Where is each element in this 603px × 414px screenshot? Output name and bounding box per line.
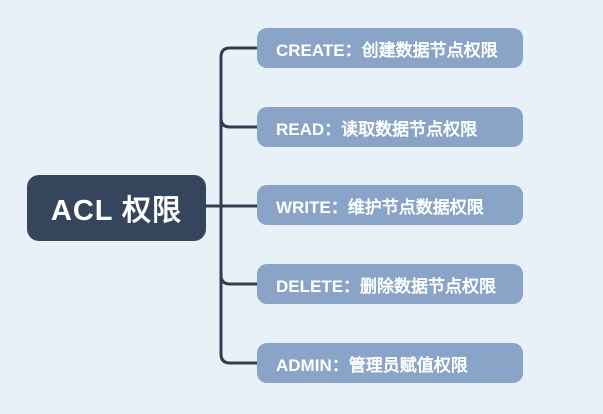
- node-write[interactable]: WRITE：维护节点数据权限: [257, 185, 523, 225]
- node-admin-label: ADMIN：管理员赋值权限: [276, 355, 468, 375]
- connector-branch-delete: [219, 273, 260, 286]
- node-write-label: WRITE：维护节点数据权限: [276, 197, 484, 217]
- node-admin[interactable]: ADMIN：管理员赋值权限: [257, 343, 523, 383]
- node-create-label: CREATE：创建数据节点权限: [276, 40, 498, 60]
- root-node-label: ACL 权限: [50, 195, 183, 227]
- node-read[interactable]: READ：读取数据节点权限: [257, 107, 523, 147]
- node-delete-label: DELETE：删除数据节点权限: [276, 276, 497, 296]
- node-delete[interactable]: DELETE：删除数据节点权限: [257, 264, 523, 304]
- connector-branch-read: [219, 116, 260, 129]
- node-create[interactable]: CREATE：创建数据节点权限: [257, 28, 523, 68]
- node-read-label: READ：读取数据节点权限: [276, 119, 478, 139]
- root-node-acl[interactable]: ACL 权限: [27, 175, 206, 241]
